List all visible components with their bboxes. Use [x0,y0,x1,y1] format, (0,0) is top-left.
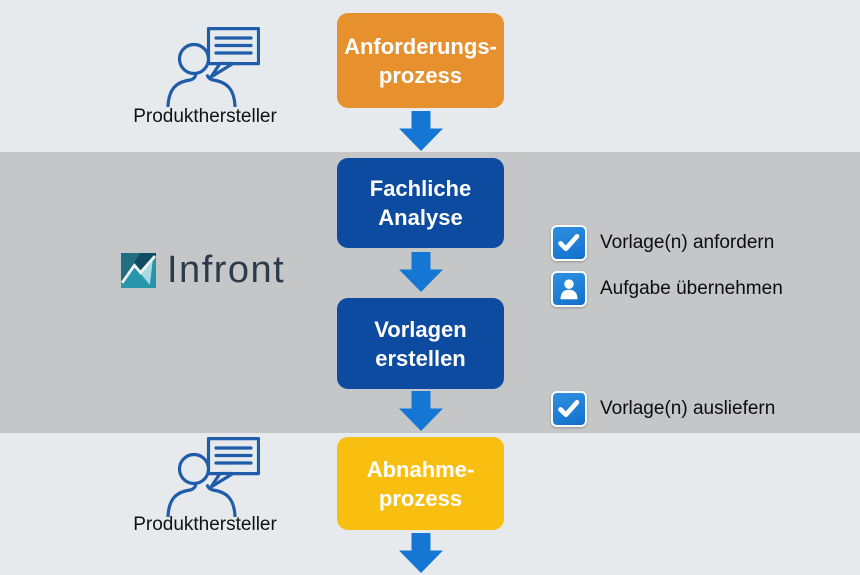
arrow-down-icon [399,252,443,292]
task-label: Vorlage(n) anfordern [600,232,775,253]
infront-logo: Infront [121,249,286,291]
actor-label-top: Produkthersteller [133,106,277,127]
infront-wordmark: Infront [167,249,286,291]
person-speech-bubble-icon [166,437,260,517]
task-row-vorlagen-ausliefern: Vorlage(n) ausliefern [551,391,775,427]
task-row-vorlagen-anfordern: Vorlage(n) anfordern [551,225,774,261]
step-line: erstellen [375,345,466,371]
task-row-aufgabe-uebernehmen: Aufgabe übernehmen [551,271,783,307]
process-box-anforderungsprozess: Anforderungs- prozess [337,13,504,108]
person-speech-bubble-icon [166,27,260,107]
process-box-abnahmeprozess: Abnahme- prozess [337,437,504,530]
process-box-fachliche-analyse: Fachliche Analyse [337,158,504,248]
step-line: prozess [378,485,463,511]
step-line: Anforderungs- [344,33,497,59]
infront-logo-icon [121,253,156,288]
check-icon [551,225,587,261]
arrow-down-icon [399,111,443,151]
user-icon [551,271,587,307]
step-line: prozess [378,62,463,88]
step-line: Analyse [378,205,463,230]
check-icon [551,391,587,427]
step-line: Vorlagen [374,316,467,342]
step-line: Abnahme- [366,456,475,482]
arrow-down-icon [399,533,443,573]
actor-label-bottom: Produkthersteller [133,514,277,535]
step-line: Fachliche [369,176,472,201]
process-box-vorlagen-erstellen: Vorlagen erstellen [337,298,504,389]
arrow-down-icon [399,391,443,431]
task-label: Aufgabe übernehmen [600,278,783,299]
task-label: Vorlage(n) ausliefern [600,398,776,419]
